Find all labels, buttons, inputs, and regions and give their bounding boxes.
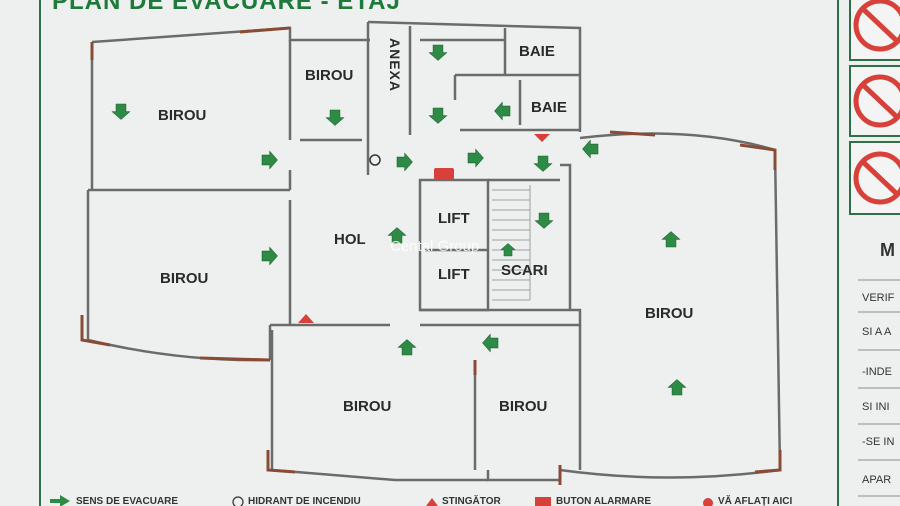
arrow-up bbox=[661, 231, 681, 248]
legend-aflati: VĂ AFLAȚI AICI bbox=[718, 496, 793, 506]
watermark: Cental Group bbox=[390, 238, 480, 255]
extinguisher-marker bbox=[534, 134, 550, 142]
room-label-baie-2: BAIE bbox=[531, 99, 567, 116]
arrow-down bbox=[428, 44, 448, 61]
legend-glyphs bbox=[50, 495, 713, 506]
side-panel-heading: M bbox=[880, 240, 895, 260]
legend-stingator: STINGĂTOR bbox=[442, 496, 501, 506]
arrow-right bbox=[261, 150, 278, 170]
evacuation-arrows bbox=[111, 44, 687, 396]
stair-steps bbox=[492, 185, 531, 301]
legend-buton: BUTON ALARMARE bbox=[556, 496, 651, 506]
arrow-down bbox=[534, 212, 554, 229]
room-label-birou-left: BIROU bbox=[160, 270, 209, 287]
side-table-lines bbox=[858, 279, 900, 497]
arrow-left bbox=[482, 333, 499, 353]
arrow-right bbox=[467, 148, 484, 168]
legend-hidrant: HIDRANT DE INCENDIU bbox=[248, 496, 361, 506]
arrow-left bbox=[582, 139, 599, 159]
room-label-lift-2: LIFT bbox=[438, 266, 470, 283]
arrow-down bbox=[111, 103, 131, 120]
wall-accents bbox=[80, 26, 782, 485]
arrow-left bbox=[494, 101, 511, 121]
arrow-down bbox=[325, 109, 345, 126]
room-label-birou-top-left: BIROU bbox=[158, 107, 207, 124]
side-row: SI INI bbox=[862, 401, 890, 413]
side-row: VERIF bbox=[862, 292, 895, 304]
side-row: SI A A bbox=[862, 326, 892, 338]
hydrant-marker bbox=[369, 154, 381, 166]
room-label-birou-small: BIROU bbox=[305, 67, 354, 84]
plan-title: PLAN DE EVACUARE - ETAJ bbox=[52, 0, 401, 15]
room-label-hol: HOL bbox=[334, 231, 366, 248]
arrow-down bbox=[428, 107, 448, 124]
side-row: -INDE bbox=[862, 366, 892, 378]
room-label-lift-1: LIFT bbox=[438, 210, 470, 227]
legend-sens: SENS DE EVACUARE bbox=[76, 496, 179, 506]
prohibition-signs bbox=[849, 0, 900, 215]
room-label-scari: SCARI bbox=[501, 262, 548, 279]
arrow-up bbox=[397, 339, 417, 356]
arrow-right bbox=[396, 152, 413, 172]
walls bbox=[86, 20, 782, 482]
you-are-here-marker bbox=[298, 314, 314, 323]
room-label-anexa: ANEXA bbox=[387, 38, 403, 93]
room-label-baie-1: BAIE bbox=[519, 43, 555, 60]
arrow-down bbox=[533, 155, 553, 172]
room-label-birou-bottom: BIROU bbox=[343, 398, 392, 415]
alarm-button-marker bbox=[434, 168, 454, 180]
side-row: -SE IN bbox=[862, 436, 895, 448]
arrow-up bbox=[667, 379, 687, 396]
arrow-right bbox=[261, 246, 278, 266]
room-label-birou-bottom-right: BIROU bbox=[499, 398, 548, 415]
side-row: APAR bbox=[862, 474, 892, 486]
arrow-up bbox=[500, 243, 516, 257]
room-label-birou-right: BIROU bbox=[645, 305, 694, 322]
